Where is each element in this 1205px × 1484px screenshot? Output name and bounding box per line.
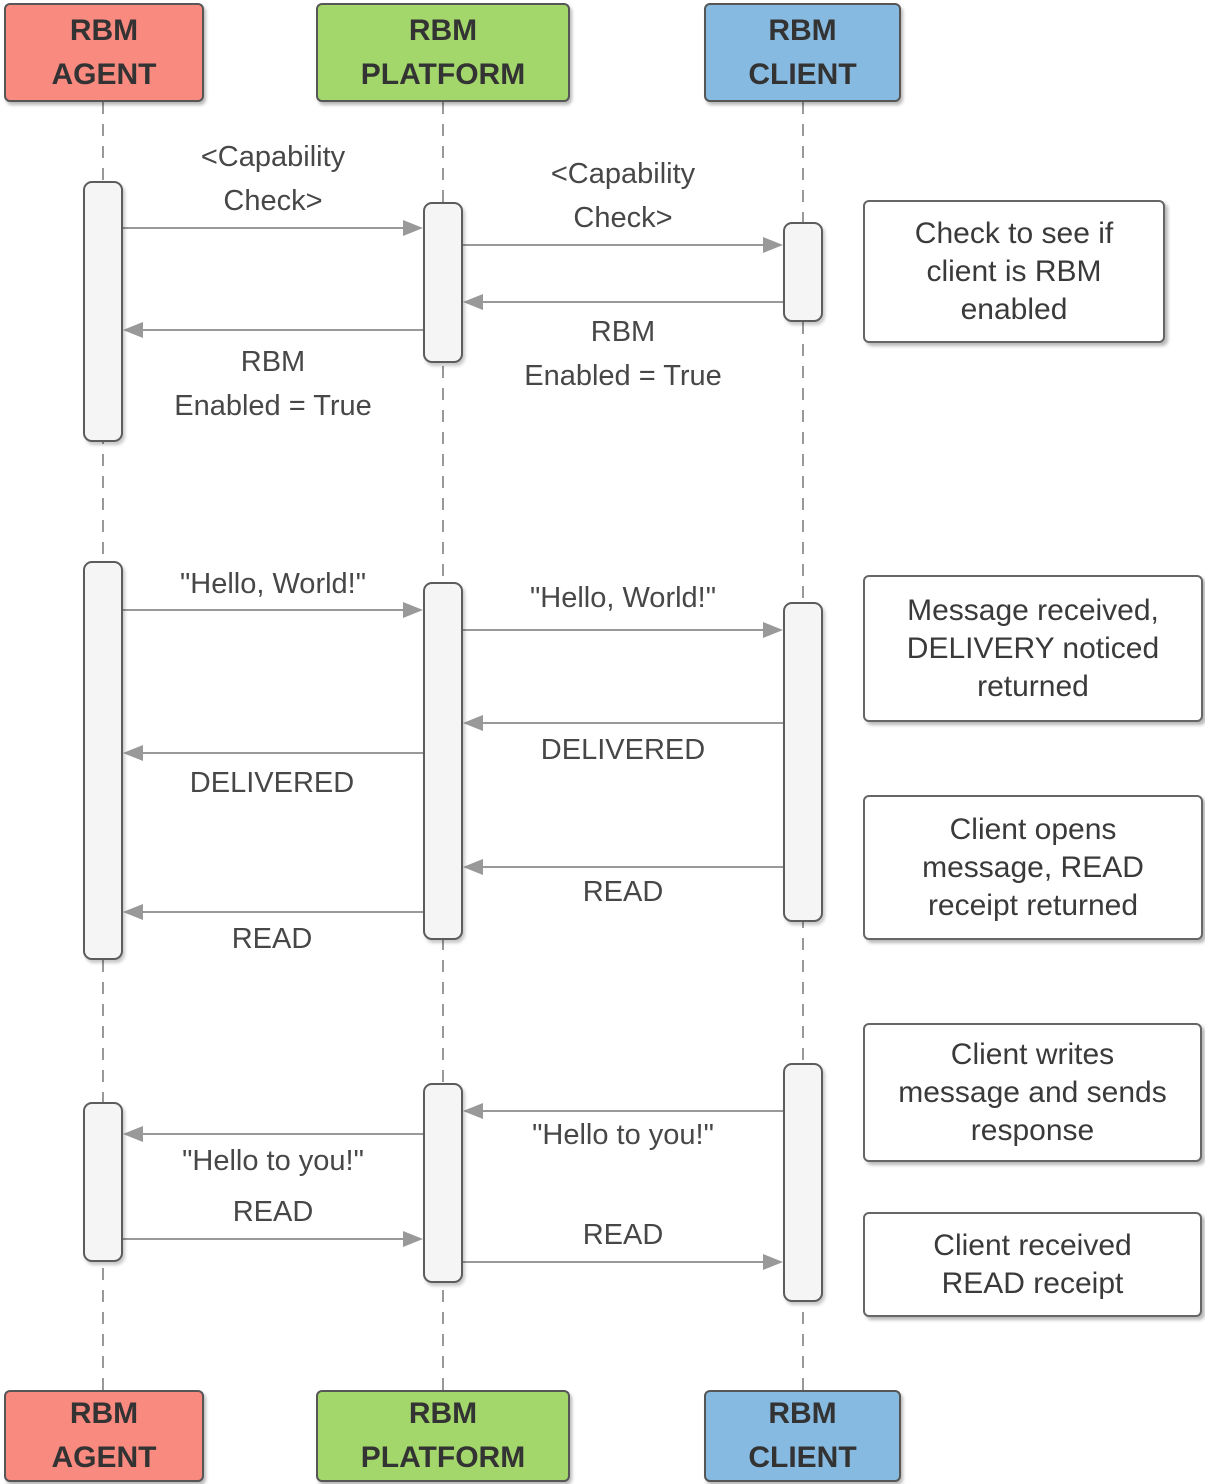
- message-arrowhead: [123, 904, 143, 920]
- activation-bar-client: [783, 602, 823, 922]
- message-arrowhead: [403, 220, 423, 236]
- message-arrowhead: [463, 294, 483, 310]
- actor-agent-bottom: RBM AGENT: [4, 1390, 204, 1482]
- activation-bar-platform: [423, 1083, 463, 1283]
- message-arrowhead: [123, 745, 143, 761]
- actor-client-bottom: RBM CLIENT: [704, 1390, 901, 1482]
- activation-bar-platform: [423, 582, 463, 940]
- activation-bar-agent: [83, 181, 123, 442]
- actor-client-top: RBM CLIENT: [704, 3, 901, 102]
- message-arrowhead: [763, 1254, 783, 1270]
- annotation-note: Message received, DELIVERY noticed retur…: [863, 575, 1203, 722]
- activation-bar-platform: [423, 202, 463, 363]
- message-arrowhead: [123, 322, 143, 338]
- annotation-note: Client writes message and sends response: [863, 1023, 1202, 1162]
- message-arrowhead: [463, 1103, 483, 1119]
- actor-agent-top: RBM AGENT: [4, 3, 204, 102]
- actor-platform-top: RBM PLATFORM: [316, 3, 570, 102]
- message-arrowhead: [123, 1126, 143, 1142]
- activation-bar-client: [783, 1063, 823, 1302]
- message-arrowhead: [763, 237, 783, 253]
- annotation-note: Client received READ receipt: [863, 1212, 1202, 1317]
- annotation-note: Client opens message, READ receipt retur…: [863, 795, 1203, 940]
- message-arrowhead: [763, 622, 783, 638]
- actor-platform-bottom: RBM PLATFORM: [316, 1390, 570, 1482]
- message-arrowhead: [403, 602, 423, 618]
- activation-bar-client: [783, 222, 823, 322]
- activation-bar-agent: [83, 561, 123, 960]
- message-arrowhead: [463, 859, 483, 875]
- message-arrowhead: [463, 715, 483, 731]
- activation-bar-agent: [83, 1102, 123, 1262]
- annotation-note: Check to see if client is RBM enabled: [863, 200, 1165, 343]
- message-arrowhead: [403, 1231, 423, 1247]
